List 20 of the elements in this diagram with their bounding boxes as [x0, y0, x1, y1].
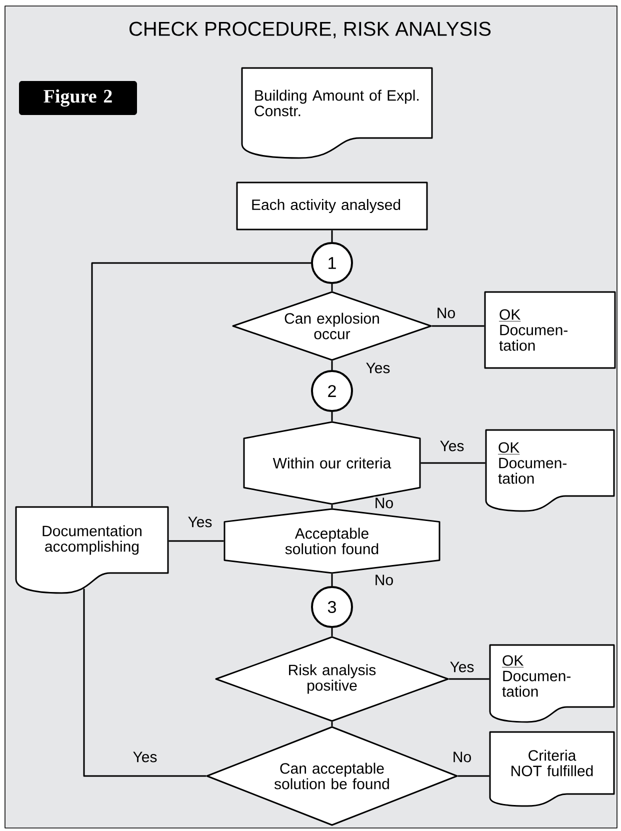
connector-line [331, 574, 333, 586]
connector-line [331, 230, 333, 242]
title: CHECK PROCEDURE, RISK ANALYSIS [130, 22, 491, 38]
connector-line [83, 588, 206, 777]
decision-hexagon: Acceptable solution found [224, 508, 440, 574]
process-box: Each activity analysed [236, 182, 428, 230]
connector-line [91, 262, 311, 506]
connector-line [331, 360, 333, 370]
figure-label: Figure 2 [19, 81, 137, 116]
connector-line [448, 678, 490, 680]
connector-line [331, 628, 333, 636]
connector-line [331, 284, 333, 292]
connector-line [331, 504, 333, 508]
connector-line [458, 775, 490, 777]
connector-line [432, 325, 484, 327]
connector-line [331, 412, 333, 422]
process-box: OK Documen- tation [484, 291, 616, 369]
connector-line [331, 722, 333, 726]
connector-line [420, 462, 486, 464]
connector-line [168, 540, 224, 542]
